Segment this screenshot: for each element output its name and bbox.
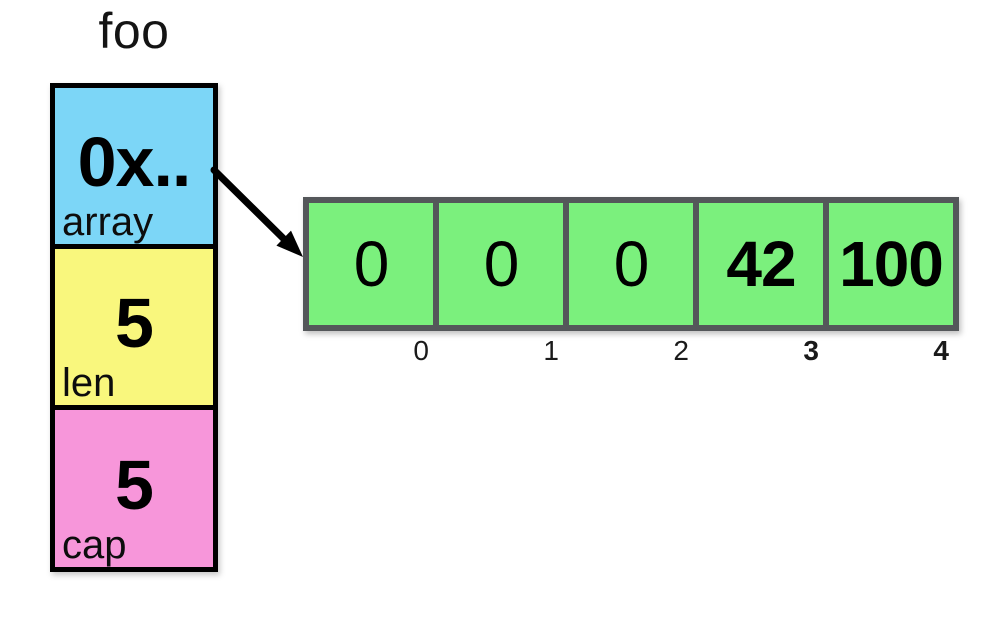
struct-title: foo: [98, 3, 170, 59]
array-index-label: 4: [933, 335, 949, 366]
array-index-label: 2: [673, 335, 689, 366]
cap-value: 5: [115, 445, 154, 524]
array-cell: 100: [823, 197, 959, 331]
array-field-label: array: [62, 200, 154, 244]
struct-field-array: 0x.. array: [50, 83, 218, 249]
array-index-label: 3: [803, 335, 819, 366]
array-cell: 0: [563, 197, 699, 331]
heap-cells-row: 0 0 0 42 100: [303, 197, 959, 331]
struct-field-len: 5 len: [50, 244, 218, 410]
array-index-label: 1: [543, 335, 559, 366]
struct-column: 0x.. array 5 len 5 cap: [50, 83, 218, 572]
array-cell: 0: [433, 197, 569, 331]
len-field-label: len: [62, 361, 116, 405]
len-value: 5: [115, 284, 154, 362]
array-pointer-value: 0x..: [77, 123, 192, 201]
struct-field-cap: 5 cap: [50, 405, 218, 572]
heap-array: 0 0 0 42 100 0 1 2 3 4: [303, 197, 959, 369]
array-cell: 0: [303, 197, 439, 331]
heap-index-row: 0 1 2 3 4: [303, 333, 959, 369]
cap-field-label: cap: [62, 523, 127, 567]
array-cell: 42: [693, 197, 829, 331]
array-index-label: 0: [413, 335, 429, 366]
